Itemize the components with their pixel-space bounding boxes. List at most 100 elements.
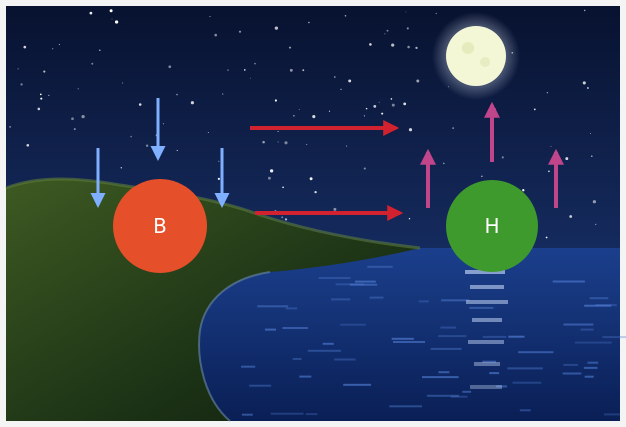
star: [435, 12, 437, 15]
star: [207, 132, 209, 133]
wave-streak: [299, 375, 312, 378]
star: [348, 79, 352, 83]
star: [26, 143, 30, 147]
star: [138, 103, 142, 106]
wave-streak: [241, 365, 256, 368]
star: [298, 109, 300, 110]
wave-streak: [450, 395, 468, 398]
wave-streak: [462, 390, 472, 393]
wave-streak: [343, 383, 372, 386]
star: [306, 144, 308, 146]
star: [222, 93, 224, 95]
wave-streak: [507, 367, 543, 370]
star: [218, 160, 220, 162]
wave-streak: [354, 280, 376, 283]
star: [592, 200, 597, 204]
star: [384, 33, 386, 35]
star: [190, 101, 194, 105]
star: [243, 69, 246, 71]
star: [250, 77, 251, 79]
star: [545, 236, 548, 239]
star: [328, 110, 331, 112]
star: [23, 45, 27, 49]
star: [365, 107, 368, 110]
star: [274, 99, 277, 102]
wave-streak: [322, 342, 334, 345]
wave-streak: [331, 298, 351, 301]
star: [586, 87, 589, 89]
wave-streak: [305, 413, 318, 416]
star: [130, 135, 132, 138]
star: [58, 43, 60, 46]
wave-streak: [426, 394, 459, 397]
wave-streak: [264, 328, 276, 331]
wave-streak: [389, 405, 422, 408]
star: [217, 177, 221, 181]
star: [176, 93, 178, 96]
star: [406, 27, 409, 30]
star: [77, 88, 79, 90]
star: [308, 21, 310, 24]
wave-streak: [307, 349, 341, 352]
star: [289, 68, 293, 72]
star: [277, 131, 279, 132]
star: [91, 62, 94, 65]
star: [391, 103, 395, 107]
star: [333, 76, 336, 78]
wave-streak: [584, 375, 594, 378]
star: [408, 218, 411, 220]
star: [416, 79, 420, 83]
wave-streak: [604, 413, 620, 416]
wave-streak: [562, 372, 582, 375]
wave-streak: [367, 265, 393, 268]
wave-streak: [335, 283, 365, 286]
star: [340, 88, 342, 90]
wave-streak: [369, 296, 384, 299]
wave-streak: [418, 300, 429, 303]
star: [109, 9, 113, 13]
star: [238, 30, 242, 33]
wave-streak: [249, 384, 272, 387]
wave-streak: [574, 341, 612, 344]
star: [390, 98, 393, 100]
star: [533, 108, 536, 111]
star: [373, 105, 377, 108]
star: [369, 43, 372, 46]
star: [590, 155, 593, 158]
star: [443, 162, 445, 165]
wave-streak: [602, 336, 626, 339]
pressure-circle-h: H: [446, 180, 538, 272]
star: [89, 11, 93, 15]
wave-streak: [587, 361, 599, 364]
star: [314, 190, 317, 194]
sea-reflection: [241, 265, 626, 416]
star: [282, 186, 284, 189]
star: [162, 123, 164, 125]
star: [595, 223, 597, 226]
star: [269, 169, 274, 173]
star: [309, 177, 313, 181]
wave-streak: [441, 299, 470, 302]
wave-streak: [482, 335, 507, 338]
star: [209, 16, 211, 18]
star: [381, 112, 384, 115]
star: [408, 128, 413, 132]
star: [481, 175, 483, 177]
star: [262, 140, 265, 144]
star: [378, 101, 380, 103]
circle-h-label: H: [484, 214, 499, 238]
star: [71, 117, 74, 121]
star: [293, 114, 295, 117]
star: [281, 216, 284, 219]
wave-streak: [563, 323, 594, 326]
wave-streak: [496, 385, 508, 388]
star: [312, 115, 316, 119]
wave-streak: [589, 297, 609, 300]
wave-streak: [440, 326, 456, 329]
star: [344, 14, 347, 17]
wave-streak: [438, 371, 450, 374]
star: [522, 189, 525, 192]
star: [333, 207, 337, 211]
star: [501, 156, 504, 159]
star: [405, 11, 407, 13]
